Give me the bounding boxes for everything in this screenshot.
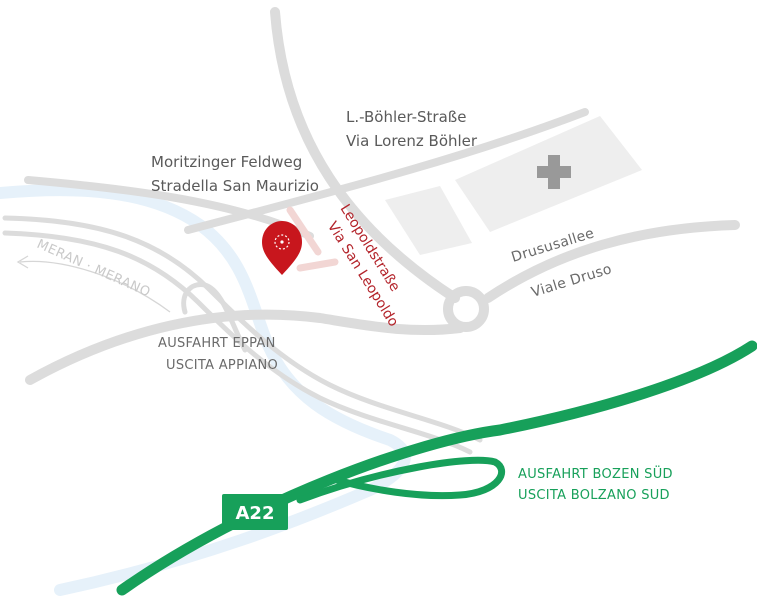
eppan-exit-road — [181, 282, 248, 353]
a22-shield-label: A22 — [236, 503, 275, 524]
cross-icon — [537, 155, 571, 189]
arterial-road — [270, 7, 460, 303]
moritzinger-street-label: Moritzinger Feldweg Stradella San Mauriz… — [151, 153, 319, 195]
meran-arrow — [16, 255, 171, 313]
leopold-road — [286, 206, 339, 272]
main-road — [25, 309, 465, 385]
bozen-exit-label: AUSFAHRT BOZEN SÜD USCITA BOLZANO SUD — [518, 465, 677, 503]
eppan-exit-label: AUSFAHRT EPPAN USCITA APPIANO — [158, 336, 280, 373]
roundabout — [443, 286, 489, 332]
boehler-road — [184, 108, 589, 234]
a22-shield: A22 — [222, 494, 288, 530]
boehler-street-label: L.-Böhler-Straße Via Lorenz Böhler — [346, 108, 478, 150]
location-pin-icon — [262, 221, 302, 275]
drusus-road — [483, 220, 740, 303]
